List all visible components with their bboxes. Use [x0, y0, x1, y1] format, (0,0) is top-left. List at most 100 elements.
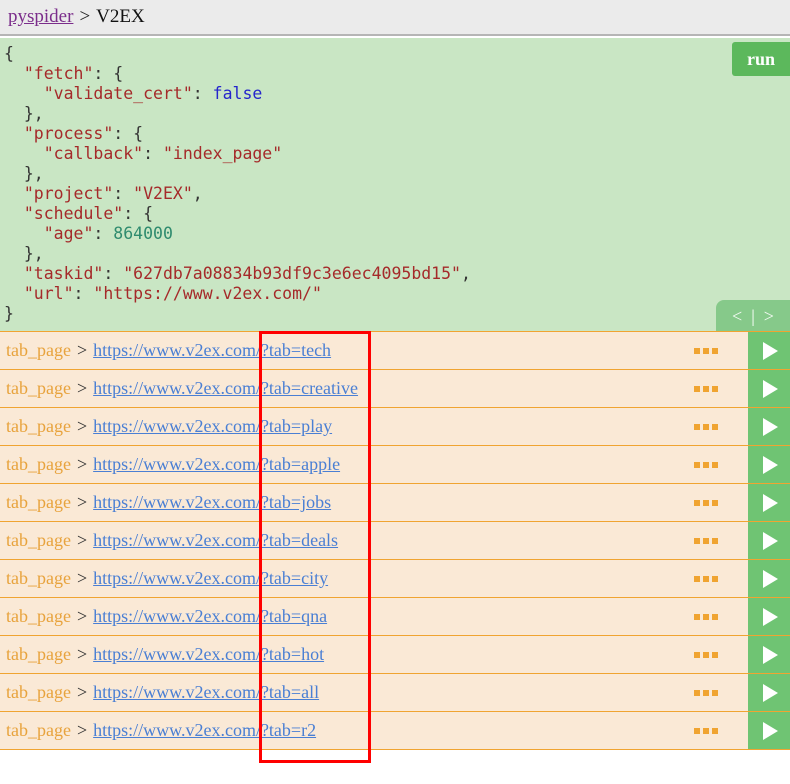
task-row[interactable]: tab_page>https://www.v2ex.com/?tab=deals	[0, 521, 790, 560]
task-json-code[interactable]: { "fetch": { "validate_cert": false }, "…	[0, 38, 790, 324]
ellipsis-dot-icon	[712, 575, 718, 582]
task-callback-name: tab_page	[6, 720, 71, 740]
run-button[interactable]: run	[732, 42, 790, 76]
task-callback-name: tab_page	[6, 606, 71, 626]
task-callback-name: tab_page	[6, 568, 71, 588]
task-more-options-icon[interactable]	[694, 347, 718, 354]
task-row-separator: >	[76, 606, 88, 626]
ellipsis-dot-icon	[712, 461, 718, 468]
json-token-punct: : {	[113, 124, 144, 143]
ellipsis-dot-icon	[712, 651, 718, 658]
task-run-button[interactable]	[748, 446, 790, 483]
json-token-punct: ,	[461, 264, 471, 283]
json-token-punct: :	[73, 284, 94, 303]
json-token-punct: : {	[93, 64, 124, 83]
task-row-separator: >	[76, 568, 88, 588]
ellipsis-dot-icon	[694, 727, 700, 734]
json-token-str: "index_page"	[162, 144, 283, 163]
task-url-link[interactable]: https://www.v2ex.com/?tab=deals	[93, 530, 339, 550]
task-row-content: tab_page>https://www.v2ex.com/?tab=jobs	[0, 492, 331, 513]
task-more-options-icon[interactable]	[694, 575, 718, 582]
task-run-button[interactable]	[748, 712, 790, 749]
ellipsis-dot-icon	[703, 575, 709, 582]
task-row-pill	[0, 370, 752, 407]
task-more-options-icon[interactable]	[694, 651, 718, 658]
task-row[interactable]: tab_page>https://www.v2ex.com/?tab=all	[0, 673, 790, 712]
task-more-options-icon[interactable]	[694, 537, 718, 544]
task-run-button[interactable]	[748, 408, 790, 445]
task-row-content: tab_page>https://www.v2ex.com/?tab=r2	[0, 720, 316, 741]
ellipsis-dot-icon	[694, 651, 700, 658]
json-token-punct	[4, 184, 24, 203]
json-token-punct: },	[4, 104, 44, 123]
task-row[interactable]: tab_page>https://www.v2ex.com/?tab=apple	[0, 445, 790, 484]
ellipsis-dot-icon	[694, 689, 700, 696]
task-row-content: tab_page>https://www.v2ex.com/?tab=city	[0, 568, 328, 589]
breadcrumb-link-pyspider[interactable]: pyspider	[8, 6, 74, 27]
task-row[interactable]: tab_page>https://www.v2ex.com/?tab=city	[0, 559, 790, 598]
play-icon	[763, 721, 778, 740]
ellipsis-dot-icon	[703, 347, 709, 354]
task-run-button[interactable]	[748, 522, 790, 559]
json-token-key: "schedule"	[23, 204, 124, 223]
play-icon	[763, 607, 778, 626]
json-token-key: "project"	[23, 184, 114, 203]
ellipsis-dot-icon	[703, 689, 709, 696]
json-token-punct	[4, 284, 24, 303]
task-row[interactable]: tab_page>https://www.v2ex.com/?tab=creat…	[0, 369, 790, 408]
json-token-num: 864000	[113, 224, 173, 243]
play-icon	[763, 569, 778, 588]
task-url-link[interactable]: https://www.v2ex.com/?tab=play	[93, 416, 333, 436]
next-task-icon[interactable]: >	[763, 306, 774, 326]
task-row-pill	[0, 446, 752, 483]
ellipsis-dot-icon	[703, 385, 709, 392]
task-more-options-icon[interactable]	[694, 727, 718, 734]
task-run-button[interactable]	[748, 370, 790, 407]
task-more-options-icon[interactable]	[694, 461, 718, 468]
task-row-pill	[0, 636, 752, 673]
json-token-punct: :	[192, 84, 213, 103]
task-more-options-icon[interactable]	[694, 499, 718, 506]
task-row-separator: >	[76, 644, 88, 664]
task-row-pill	[0, 598, 752, 635]
task-run-button[interactable]	[748, 674, 790, 711]
json-token-key: "process"	[23, 124, 114, 143]
ellipsis-dot-icon	[712, 499, 718, 506]
task-run-button[interactable]	[748, 484, 790, 521]
task-url-link[interactable]: https://www.v2ex.com/?tab=all	[93, 682, 320, 702]
json-token-key: "callback"	[43, 144, 144, 163]
task-row-separator: >	[76, 340, 88, 360]
task-row[interactable]: tab_page>https://www.v2ex.com/?tab=play	[0, 407, 790, 446]
task-row-content: tab_page>https://www.v2ex.com/?tab=deals	[0, 530, 338, 551]
task-navigation-control[interactable]: < | >	[716, 300, 790, 332]
task-row[interactable]: tab_page>https://www.v2ex.com/?tab=r2	[0, 711, 790, 750]
task-url-link[interactable]: https://www.v2ex.com/?tab=qna	[93, 606, 328, 626]
task-more-options-icon[interactable]	[694, 423, 718, 430]
task-url-link[interactable]: https://www.v2ex.com/?tab=jobs	[93, 492, 332, 512]
task-url-link[interactable]: https://www.v2ex.com/?tab=r2	[93, 720, 317, 740]
task-run-button[interactable]	[748, 332, 790, 369]
task-run-button[interactable]	[748, 598, 790, 635]
task-row[interactable]: tab_page>https://www.v2ex.com/?tab=hot	[0, 635, 790, 674]
task-callback-name: tab_page	[6, 530, 71, 550]
task-url-link[interactable]: https://www.v2ex.com/?tab=apple	[93, 454, 341, 474]
task-row[interactable]: tab_page>https://www.v2ex.com/?tab=qna	[0, 597, 790, 636]
task-row-pill	[0, 332, 752, 369]
task-callback-name: tab_page	[6, 454, 71, 474]
task-run-button[interactable]	[748, 560, 790, 597]
task-row-pill	[0, 674, 752, 711]
task-row[interactable]: tab_page>https://www.v2ex.com/?tab=tech	[0, 331, 790, 370]
task-row[interactable]: tab_page>https://www.v2ex.com/?tab=jobs	[0, 483, 790, 522]
task-more-options-icon[interactable]	[694, 689, 718, 696]
json-token-punct: },	[4, 244, 44, 263]
task-url-link[interactable]: https://www.v2ex.com/?tab=hot	[93, 644, 325, 664]
task-row-content: tab_page>https://www.v2ex.com/?tab=play	[0, 416, 332, 437]
prev-task-icon[interactable]: <	[732, 306, 743, 326]
task-json-panel: { "fetch": { "validate_cert": false }, "…	[0, 38, 790, 332]
task-url-link[interactable]: https://www.v2ex.com/?tab=creative	[93, 378, 359, 398]
task-run-button[interactable]	[748, 636, 790, 673]
task-url-link[interactable]: https://www.v2ex.com/?tab=city	[93, 568, 329, 588]
task-more-options-icon[interactable]	[694, 385, 718, 392]
task-more-options-icon[interactable]	[694, 613, 718, 620]
task-url-link[interactable]: https://www.v2ex.com/?tab=tech	[93, 340, 332, 360]
